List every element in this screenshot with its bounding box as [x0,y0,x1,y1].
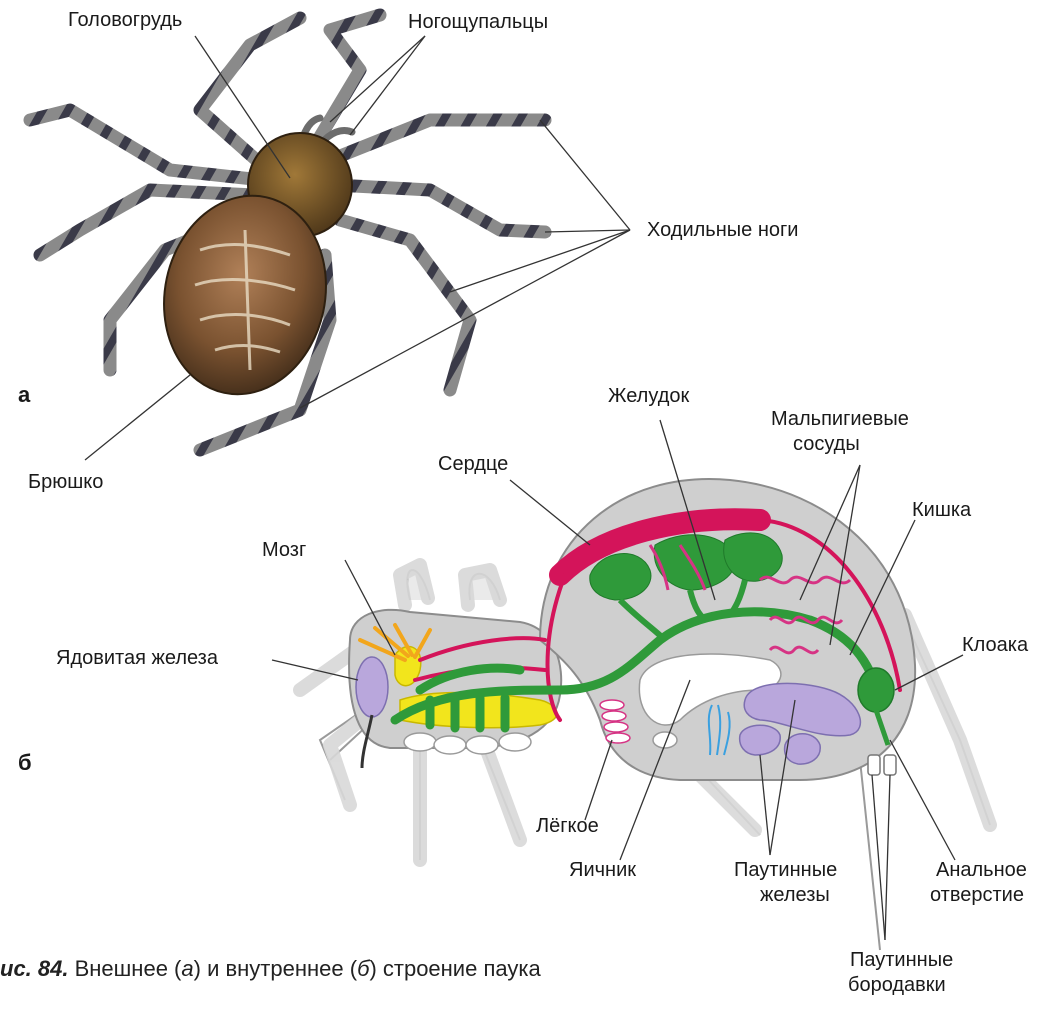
label-abdomen: Брюшко [28,470,103,494]
label-silk-glands-line1: Паутинные [734,858,837,882]
label-poison-gland: Ядовитая железа [56,646,218,670]
spider-external-illustration [30,15,545,450]
panel-label-a: а [18,382,30,408]
label-brain: Мозг [262,538,306,562]
caption-text-3: ) строение паука [369,956,540,981]
caption-panel-b: б [357,956,369,981]
label-ovary: Яичник [569,858,636,882]
panel-label-b: б [18,750,32,776]
caption-panel-a: а [181,956,193,981]
figure-caption: ис. 84. Внешнее (а) и внутреннее (б) стр… [0,956,541,982]
caption-text-2: ) и внутреннее ( [194,956,357,981]
label-malpighian-line2: сосуды [793,432,860,456]
label-intestine: Кишка [912,498,971,522]
label-spinnerets-line2: бородавки [848,973,946,997]
label-lung: Лёгкое [536,814,599,838]
caption-text-1: Внешнее ( [68,956,181,981]
label-cloaca: Клоака [962,633,1028,657]
label-silk-glands-line2: железы [760,883,830,907]
label-malpighian-line1: Мальпигиевые [771,407,909,431]
label-stomach: Желудок [608,384,689,408]
caption-figure-number: ис. 84. [0,956,68,981]
label-anal-opening-line1: Анальное [936,858,1027,882]
label-anal-opening-line2: отверстие [930,883,1024,907]
label-cephalothorax: Головогрудь [68,8,182,32]
label-pedipalps: Ногощупальцы [408,10,548,34]
label-walking-legs: Ходильные ноги [647,218,798,242]
label-heart: Сердце [438,452,508,476]
label-spinnerets-line1: Паутинные [850,948,953,972]
